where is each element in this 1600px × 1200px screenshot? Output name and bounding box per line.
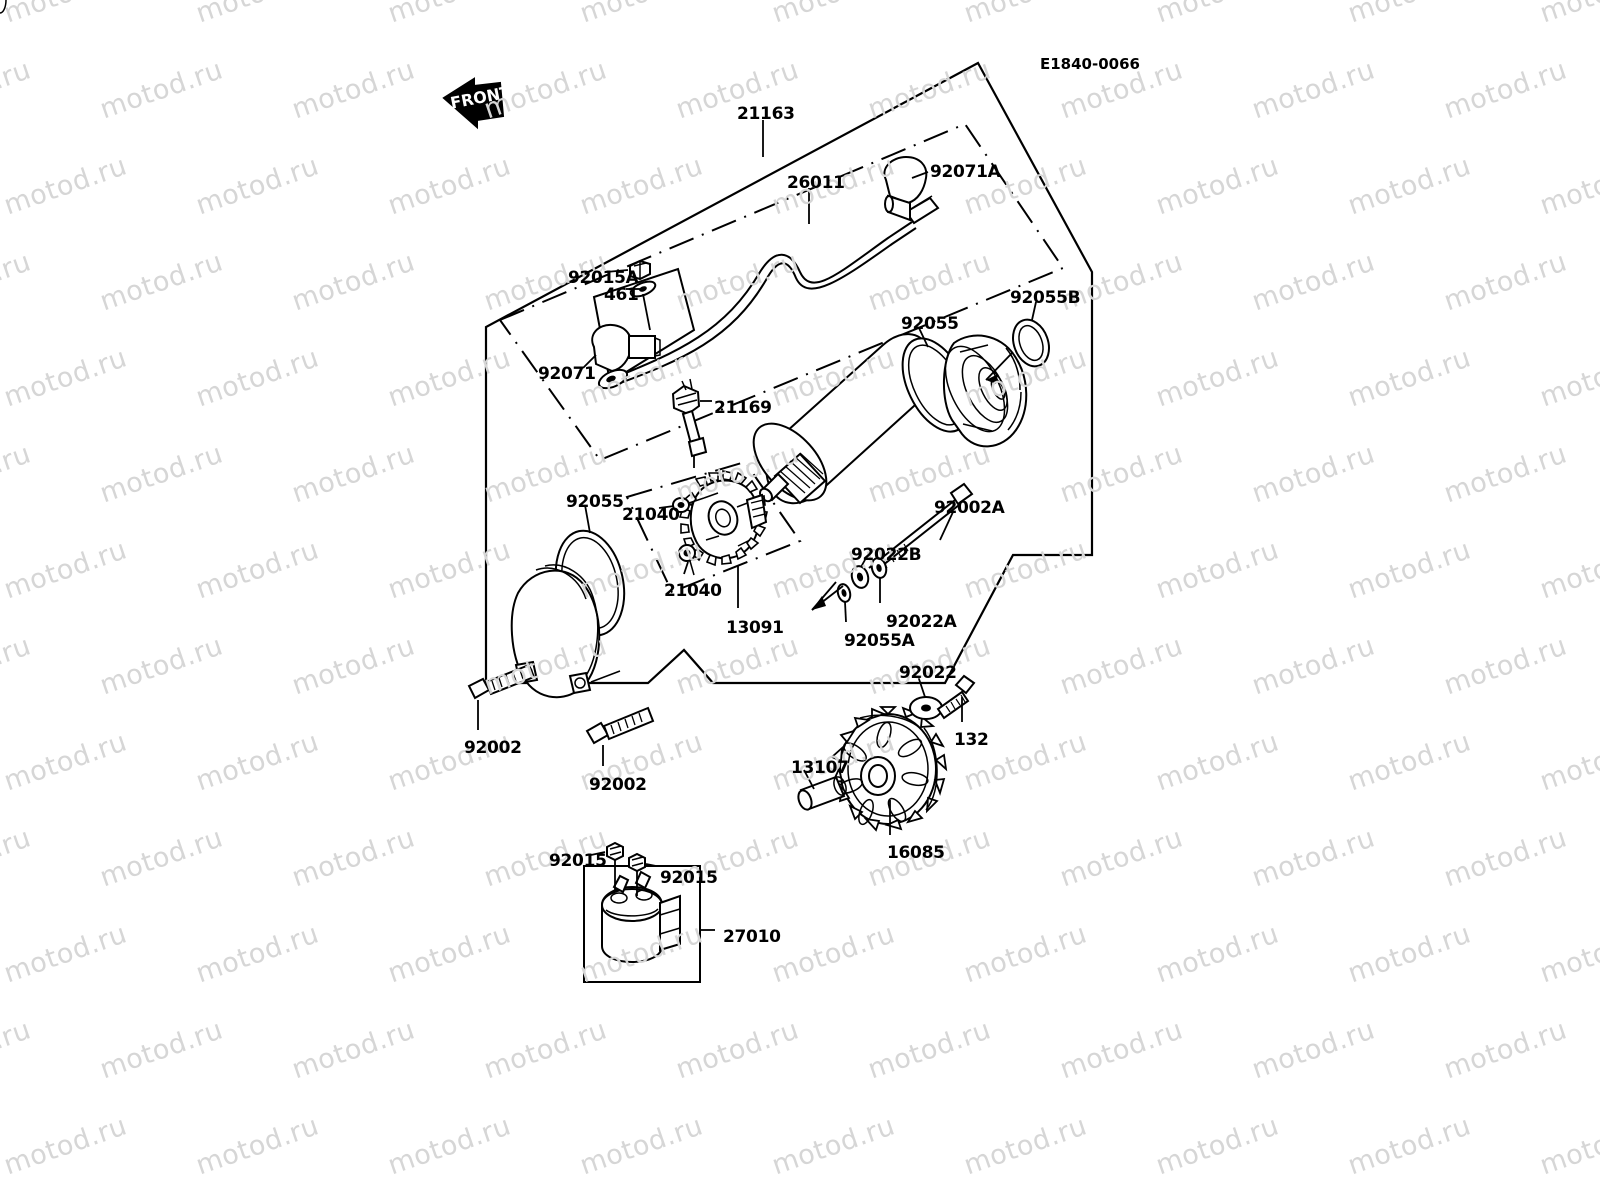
- o-ring-92055B: [985, 318, 1050, 384]
- nut-92015-left: [606, 841, 624, 862]
- part-label-washer-sprocket: 92022: [899, 663, 957, 683]
- part-label-brush-terminal: 21169: [714, 398, 772, 418]
- front-arrow-marker: [442, 77, 505, 130]
- bolt-92002-upper: [467, 663, 536, 700]
- part-label-starter-relay: 27010: [723, 927, 781, 947]
- brush-holder-enclosure-13091: [625, 460, 802, 594]
- lead-wire-26011: [597, 195, 940, 390]
- rubber-cap-92071A: [883, 155, 928, 222]
- part-label-rubber-cap-a: 92071A: [930, 162, 1001, 182]
- end-cap-assembly: [901, 334, 1028, 448]
- brush-21040-upper: [672, 497, 705, 513]
- front-arrow-label: FRONT: [448, 82, 513, 113]
- part-label-bolt-lower: 92002: [589, 775, 647, 795]
- cable-assembly-enclosure-21163: [498, 122, 1065, 462]
- nut-92015A: [629, 259, 651, 281]
- part-label-starter-motor-cable-assembly: 21163: [737, 104, 795, 124]
- part-label-washer-b: 92022B: [851, 545, 922, 565]
- bolt-92002-lower: [585, 706, 655, 745]
- leader-lines: [477, 120, 1037, 931]
- part-label-bolt-upper: 92002: [464, 738, 522, 758]
- part-label-brush-holder-assembly: 13091: [726, 618, 784, 638]
- part-label-washer-461: 461: [604, 285, 639, 305]
- part-label-through-bolt: 92002A: [934, 498, 1005, 518]
- part-label-nut-relay-left: 92015: [549, 851, 607, 871]
- part-label-nut-a: 92015A: [568, 268, 639, 288]
- part-label-washer-a: 92022A: [886, 612, 957, 632]
- part-label-bolt-132: 132: [954, 730, 989, 750]
- through-bolt-92002A: [868, 482, 974, 575]
- part-label-brush-lower: 21040: [664, 581, 722, 601]
- part-label-lead-wire: 26011: [787, 173, 845, 193]
- washer-92022A: [870, 557, 888, 579]
- part-label-o-ring-top: 92055: [901, 314, 959, 334]
- main-group-boundary: [484, 61, 1094, 685]
- starter-gear-16085: [0, 0, 948, 832]
- part-label-o-ring-left: 92055: [566, 492, 624, 512]
- brush-21040-lower: [678, 544, 696, 576]
- part-label-nut-relay-right: 92015: [660, 868, 718, 888]
- brush-terminal-21169: [671, 378, 708, 458]
- collar-13107: [797, 775, 847, 811]
- part-label-brush-upper: 21040: [622, 505, 680, 525]
- washer-92022B: [850, 565, 870, 589]
- part-label-rubber-cap: 92071: [538, 364, 596, 384]
- starter-relay-27010: [583, 865, 701, 983]
- part-label-o-ring-b: 92055B: [1010, 288, 1081, 308]
- part-label-starter-gear-sprocket: 16085: [887, 843, 945, 863]
- bolt-132: [936, 674, 976, 720]
- washer-461: [629, 280, 657, 298]
- diagram-id-code: E1840-0066: [1040, 55, 1140, 73]
- part-label-o-ring-a: 92055A: [844, 631, 915, 651]
- o-ring-92055A: [811, 581, 852, 611]
- part-label-collar-shaft: 13107: [791, 758, 849, 778]
- rubber-cap-92071: [591, 323, 661, 373]
- nut-92015-right: [628, 852, 646, 873]
